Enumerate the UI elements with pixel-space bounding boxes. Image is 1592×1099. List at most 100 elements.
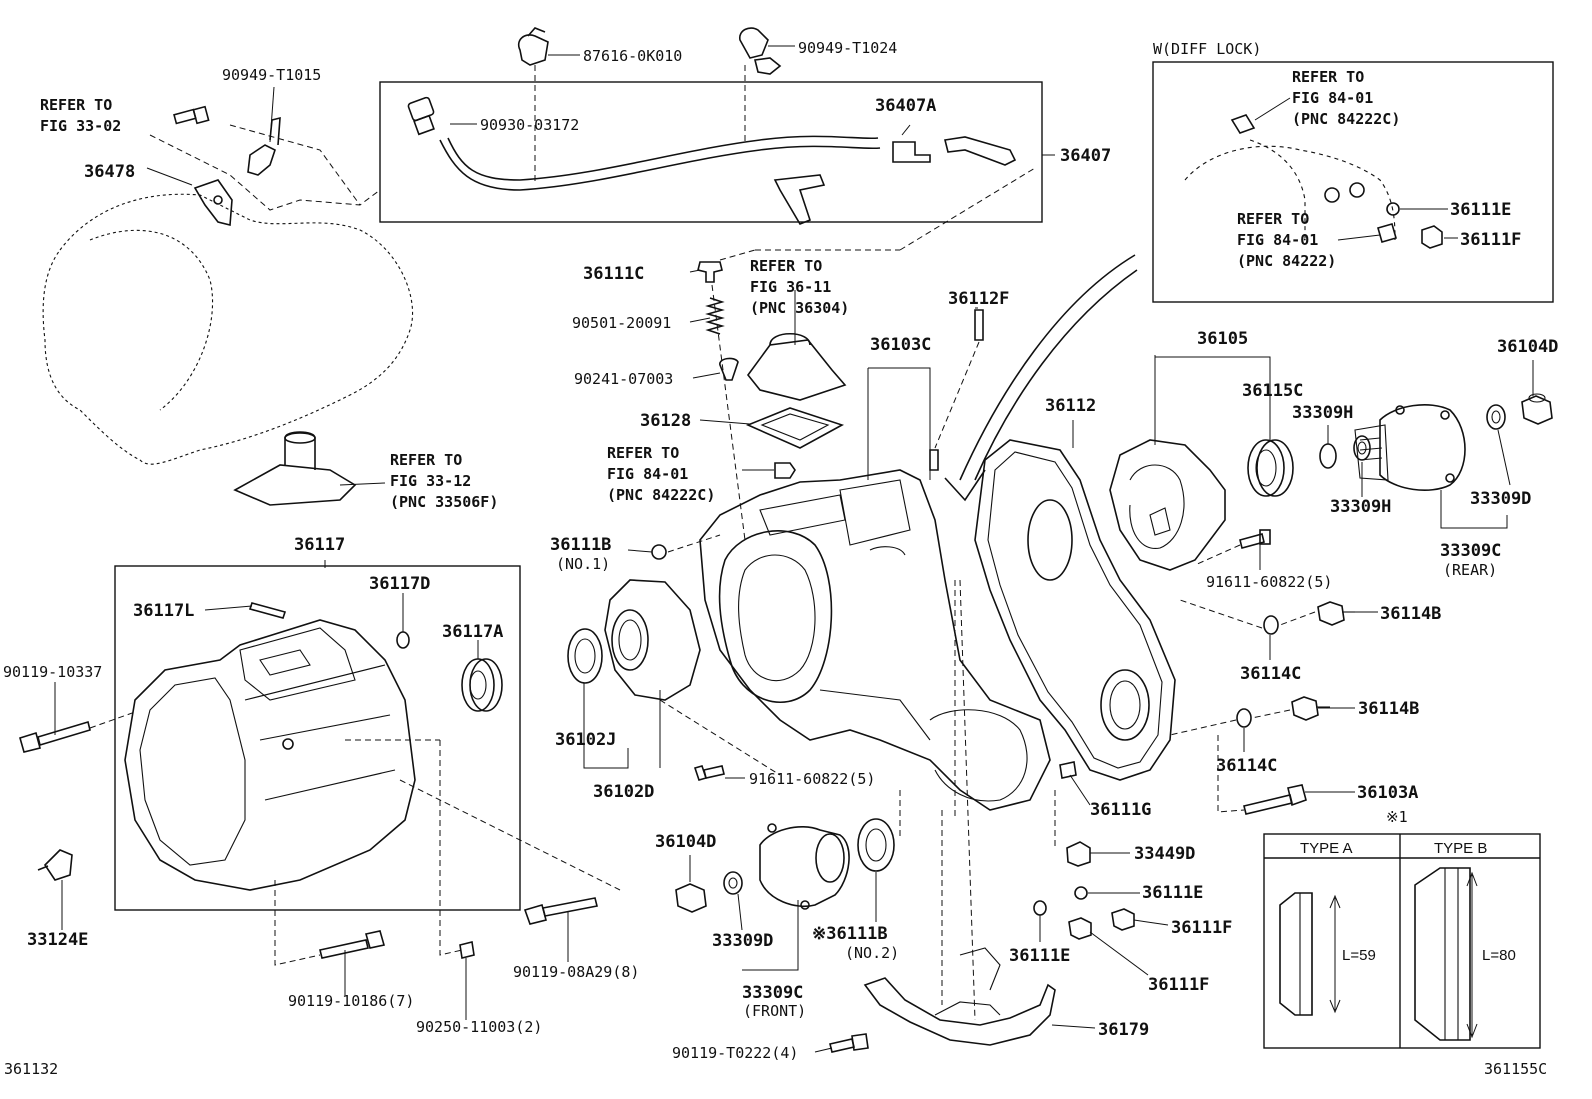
label-33309c-rear: 33309C: [1440, 541, 1501, 561]
label-90949-t1015: 90949-T1015: [222, 66, 321, 84]
clip-33124e-part: [37, 849, 73, 881]
label-36105: 36105: [1197, 329, 1248, 349]
bolt-36103a-part: [1243, 784, 1307, 815]
rear-extension-36105-part: [1109, 439, 1226, 571]
label-36128: 36128: [640, 411, 691, 431]
label-36102d: 36102D: [593, 782, 654, 802]
plug-36111b-no1-part: [651, 544, 667, 560]
oil-seal-36102j-part: [567, 628, 603, 684]
label-90119-t0222: 90119-T0222(4): [672, 1044, 798, 1062]
label-36111f-bottom: 36111F: [1148, 975, 1209, 995]
plug-36117d-part: [396, 631, 410, 649]
label-90930-03172: 90930-03172: [480, 116, 579, 134]
label-36103a: 36103A: [1357, 783, 1418, 803]
bolt-90119-08a29-part: [523, 897, 598, 925]
label-36111e-right: 36111E: [1142, 883, 1203, 903]
ref-33-12-line1: REFER TO: [390, 451, 462, 469]
inset-plug-ref-part: [1230, 114, 1256, 134]
washer-33309d-rear-part: [1486, 404, 1506, 430]
shift-housing-cover-part: [746, 333, 847, 401]
gasket-36114c-lower-part: [1236, 708, 1252, 728]
label-90241-07003: 90241-07003: [574, 370, 673, 388]
pin-36112f-part: [929, 309, 984, 471]
gasket-36111e-part: [1033, 886, 1088, 916]
bolt-91611-rear-part: [1239, 529, 1271, 549]
label-36111c: 36111C: [583, 264, 644, 284]
label-36117d: 36117D: [369, 574, 430, 594]
dowel-36111g-part: [1059, 761, 1077, 779]
label-36111e-inset: 36111E: [1450, 200, 1511, 220]
nut-36104d-rear-part: [1521, 393, 1553, 425]
label-90250-11003: 90250-11003(2): [416, 1018, 542, 1036]
label-36114b-lower: 36114B: [1358, 699, 1419, 719]
shift-lever-boot-part: [233, 431, 357, 506]
label-36104d-front: 36104D: [655, 832, 716, 852]
label-36117a: 36117A: [442, 622, 503, 642]
label-33309d-rear: 33309D: [1470, 489, 1531, 509]
label-36115c: 36115C: [1242, 381, 1303, 401]
nut-36104d-front-part: [675, 883, 707, 913]
clamp-t1015-part: [247, 116, 281, 176]
part-number-labels: 87616-0K010 90949-T1024 90949-T1015 3647…: [3, 39, 1558, 1078]
ref-84-01-inset-a-line1: REFER TO: [1292, 68, 1364, 86]
label-91611-front: 91611-60822(5): [749, 770, 875, 788]
label-33124e: 33124E: [27, 930, 88, 950]
label-36102j: 36102J: [555, 730, 616, 750]
label-33309c-front: 33309C: [742, 983, 803, 1003]
gasket-36114c-upper-part: [1263, 615, 1279, 635]
label-33449d: 33449D: [1134, 844, 1195, 864]
plug-90250-part: [459, 941, 475, 959]
spring-90501-part: [705, 297, 725, 335]
label-36117l: 36117L: [133, 601, 194, 621]
plug-33449d-part: [1066, 841, 1091, 867]
type-b-header: TYPE B: [1434, 840, 1487, 857]
bolt-90119-10337-part: [19, 720, 91, 753]
label-36112: 36112: [1045, 396, 1096, 416]
plug-36114b-lower-part: [1291, 696, 1330, 721]
seal-36111b-no2-part: [857, 818, 895, 872]
type-table-labels: TYPE A TYPE B L=59 L=80: [1300, 840, 1516, 964]
reference-notes: REFER TO FIG 33-02 REFER TO FIG 33-12 (P…: [40, 40, 1400, 511]
figure-id-right: 361155C: [1484, 1060, 1547, 1078]
label-36114c-upper: 36114C: [1240, 664, 1301, 684]
ball-90241-part: [719, 357, 739, 381]
label-36103c: 36103C: [870, 335, 931, 355]
type-b-seal-drawing: [1414, 867, 1478, 1041]
clamp-t1024-part: [739, 27, 782, 75]
inset-title: W(DIFF LOCK): [1153, 40, 1261, 58]
breather-hose-part: [439, 135, 1017, 225]
label-36407a: 36407A: [875, 96, 936, 116]
label-36111e-bottom: 36111E: [1009, 946, 1070, 966]
ref-84-01-inset-b-line1: REFER TO: [1237, 210, 1309, 228]
extension-housing-36117-part: [124, 619, 416, 891]
ref-36-11-line3: (PNC 36304): [750, 299, 849, 317]
label-36478: 36478: [84, 162, 135, 182]
label-33309h-lower: 33309H: [1330, 497, 1391, 517]
ref-84-01-inset-a-line2: FIG 84-01: [1292, 89, 1373, 107]
label-36407: 36407: [1060, 146, 1111, 166]
ref-84-01-center-line1: REFER TO: [607, 444, 679, 462]
plug-36114b-upper-part: [1317, 601, 1355, 626]
transfer-rear-case-part: [974, 439, 1176, 781]
ref-84-01-center-line2: FIG 84-01: [607, 465, 688, 483]
hose-assembly-box: [379, 81, 1043, 223]
bearing-36117a-part: [461, 658, 503, 712]
label-90501-20091: 90501-20091: [572, 314, 671, 332]
washer-33309d-front-part: [723, 871, 743, 895]
label-90949-t1024: 90949-T1024: [798, 39, 897, 57]
gasket-36128-part: [745, 407, 845, 449]
label-90119-10186: 90119-10186(7): [288, 992, 414, 1010]
label-87616-0k010: 87616-0K010: [583, 47, 682, 65]
label-36111f-inset: 36111F: [1460, 230, 1521, 250]
plug-36111f-part: [1068, 908, 1135, 940]
label-36111b-no1: 36111B: [550, 535, 611, 555]
bolt-90119-t0222-part: [829, 1033, 869, 1053]
label-36111g: 36111G: [1090, 800, 1151, 820]
oil-seal-36115c-part: [1247, 439, 1294, 497]
ref-84-01-center-line3: (PNC 84222C): [607, 486, 715, 504]
inset-switch-part: [1324, 182, 1397, 243]
ref-33-02-line1: REFER TO: [40, 96, 112, 114]
label-no1: (NO.1): [556, 555, 610, 573]
ref-84-01-inset-a-line3: (PNC 84222C): [1292, 110, 1400, 128]
pin-36117l-part: [248, 602, 287, 619]
